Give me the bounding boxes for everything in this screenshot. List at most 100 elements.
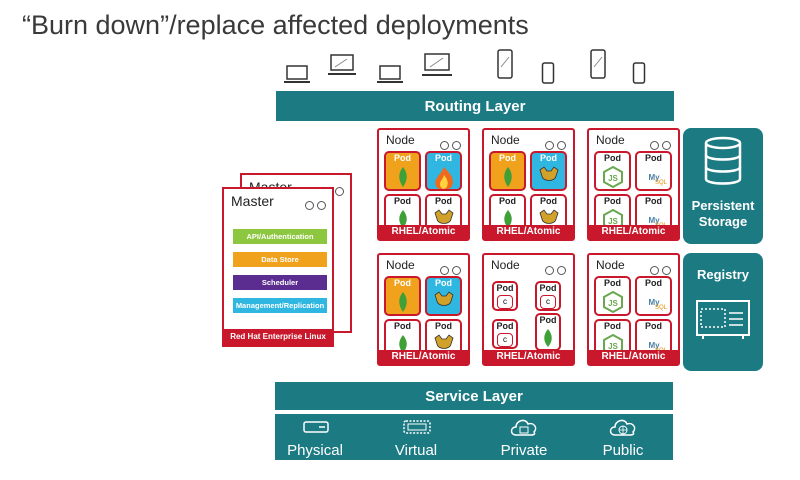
status-dots xyxy=(302,197,326,215)
pod-mongodb: Pod xyxy=(384,276,421,316)
master-front-label: Master xyxy=(231,193,274,209)
pod-container: Pod c xyxy=(535,281,561,311)
status-dots xyxy=(437,262,461,280)
node-footer: RHEL/Atomic xyxy=(379,225,468,239)
laptop-icon xyxy=(377,65,403,83)
pod-mongodb: Pod xyxy=(489,151,526,191)
server-icon xyxy=(303,421,329,433)
slide-title: “Burn down”/replace affected deployments xyxy=(22,10,529,40)
public-cloud-icon xyxy=(609,419,636,436)
tomcat-icon xyxy=(434,209,453,224)
container-icon: c xyxy=(497,295,513,309)
infrastructure-bar: Physical Virtual Private Public xyxy=(275,414,673,460)
registry-label: Registry xyxy=(696,267,750,282)
api-authentication-component: API/Authentication xyxy=(233,229,327,244)
tomcat-icon xyxy=(434,334,453,349)
tomcat-icon xyxy=(539,166,558,181)
node-label: Node xyxy=(491,133,520,147)
phone-icon xyxy=(497,49,513,79)
persistent-storage-panel: Persistent Storage xyxy=(683,128,763,244)
status-dots xyxy=(647,262,671,280)
persistent-storage-label: Persistent Storage xyxy=(691,198,755,229)
node-4: Node Pod Pod Pod Pod RHEL/Atomic xyxy=(377,253,470,366)
registry-panel: Registry xyxy=(683,253,763,371)
pod-nodejs: Pod JS xyxy=(594,276,631,316)
pod-container: Pod c xyxy=(492,319,518,349)
pod-tomcat: Pod xyxy=(530,151,567,191)
node-footer: RHEL/Atomic xyxy=(589,350,678,364)
svg-text:My: My xyxy=(648,216,660,225)
rhel-footer: Red Hat Enterprise Linux xyxy=(224,329,332,345)
pod-mongodb: Pod xyxy=(384,151,421,191)
laptop-icon xyxy=(328,54,356,75)
fire-icon xyxy=(434,167,453,189)
management-replication-component: Management/Replication xyxy=(233,298,327,313)
virtual-server-icon xyxy=(403,420,431,434)
private-label: Private xyxy=(500,442,548,459)
pod-burning: Pod xyxy=(425,151,462,191)
mongodb-leaf-icon xyxy=(544,329,552,347)
svg-text:My: My xyxy=(648,341,660,350)
node-footer: RHEL/Atomic xyxy=(484,350,573,364)
status-dots xyxy=(647,137,671,155)
service-layer-bar: Service Layer xyxy=(275,382,673,410)
svg-text:JS: JS xyxy=(608,174,618,183)
node-label: Node xyxy=(596,133,625,147)
node-5: Node Pod c Pod c Pod c Pod RHEL/Atomic xyxy=(482,253,575,366)
mongodb-leaf-icon xyxy=(503,210,512,228)
node-1: Node Pod Pod Pod Pod RHEL/Atomic xyxy=(377,128,470,241)
svg-text:JS: JS xyxy=(608,342,618,351)
registry-icon xyxy=(696,300,750,339)
tomcat-icon xyxy=(539,209,558,224)
pod-tomcat: Pod xyxy=(425,276,462,316)
svg-text:JS: JS xyxy=(608,217,618,226)
laptop-icon xyxy=(284,65,310,83)
node-label: Node xyxy=(386,258,415,272)
nodejs-icon: JS xyxy=(602,291,623,313)
status-dots xyxy=(542,137,566,155)
mongodb-leaf-icon xyxy=(398,167,407,187)
node-footer: RHEL/Atomic xyxy=(484,225,573,239)
status-dots xyxy=(542,262,566,280)
database-icon xyxy=(704,136,742,185)
node-2: Node Pod Pod Pod Pod RHEL/Atomic xyxy=(482,128,575,241)
svg-text:JS: JS xyxy=(608,299,618,308)
node-label: Node xyxy=(596,258,625,272)
phone-icon xyxy=(632,62,646,84)
physical-label: Physical xyxy=(287,442,343,459)
private-cloud-icon xyxy=(510,419,537,436)
mongodb-leaf-icon xyxy=(398,292,407,312)
laptop-icon xyxy=(422,53,452,76)
container-icon: c xyxy=(497,333,513,347)
master-front: Master API/Authentication Data Store Sch… xyxy=(222,187,334,347)
data-store-component: Data Store xyxy=(233,252,327,267)
pod-mongodb: Pod xyxy=(535,313,561,351)
pod-nodejs: Pod JS xyxy=(594,151,631,191)
svg-text:My: My xyxy=(648,298,660,307)
mongodb-leaf-icon xyxy=(398,210,407,228)
routing-layer-bar: Routing Layer xyxy=(276,91,674,121)
node-label: Node xyxy=(386,133,415,147)
pod-container: Pod c xyxy=(492,281,518,311)
scheduler-component: Scheduler xyxy=(233,275,327,290)
svg-text:SQL: SQL xyxy=(654,305,666,311)
node-footer: RHEL/Atomic xyxy=(379,350,468,364)
mongodb-leaf-icon xyxy=(503,167,512,187)
node-label: Node xyxy=(491,258,520,272)
phone-icon xyxy=(541,62,555,84)
phone-icon xyxy=(590,49,606,79)
nodejs-icon: JS xyxy=(602,166,623,188)
container-icon: c xyxy=(540,295,556,309)
mongodb-leaf-icon xyxy=(398,335,407,353)
tomcat-icon xyxy=(434,291,453,306)
svg-text:My: My xyxy=(648,173,660,182)
status-dots xyxy=(437,137,461,155)
virtual-label: Virtual xyxy=(394,442,438,459)
node-footer: RHEL/Atomic xyxy=(589,225,678,239)
